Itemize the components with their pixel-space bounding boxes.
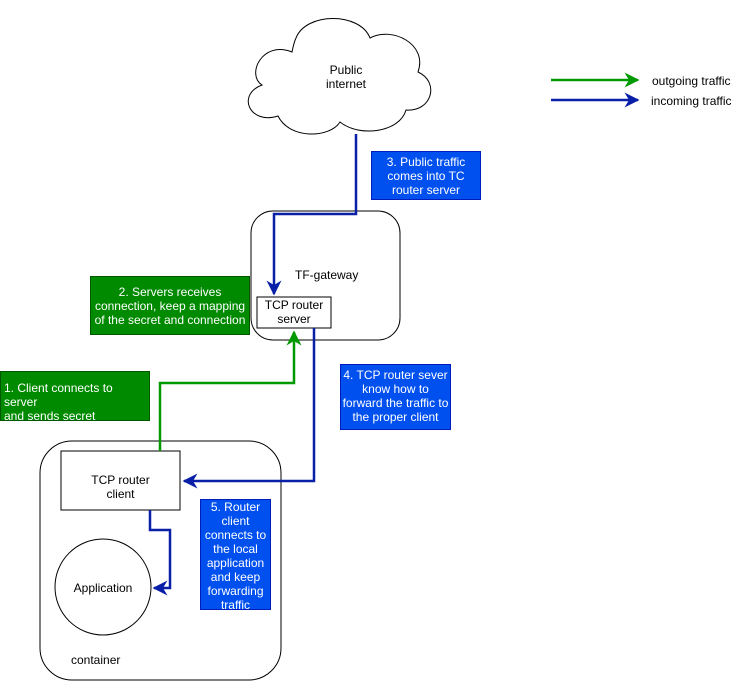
step5-note: 5. Router client connects to the local a… [200,499,271,610]
step4-note: 4. TCP router sever know how to forward … [340,364,451,430]
public-internet-label: Public internet [325,63,367,91]
tf-gateway-label: TF-gateway [295,268,359,282]
arrow-internet-to-server [266,134,358,296]
step1-note: 1. Client connects to server and sends s… [0,371,150,421]
public-internet-cloud [247,18,432,135]
application-circle [54,538,152,636]
tcp-router-client-label: TCP router client [91,473,150,501]
application-label: Application [73,581,133,595]
tcp-router-client-box [60,450,181,511]
tcp-router-server-box [256,296,332,329]
arrow-client-to-application [148,510,172,596]
step2-note: 2. Servers receives connection, keep a m… [90,276,250,335]
step3-note: 3. Public traffic comes into TC router s… [371,151,481,200]
legend-outgoing-label: outgoing traffic [652,74,731,88]
tcp-router-server-label: TCP router server [264,298,324,326]
legend-incoming-label: incoming traffic [651,94,731,108]
container-label: container [71,653,121,667]
arrow-server-to-client [182,328,316,489]
arrow-client-to-server [158,330,302,451]
